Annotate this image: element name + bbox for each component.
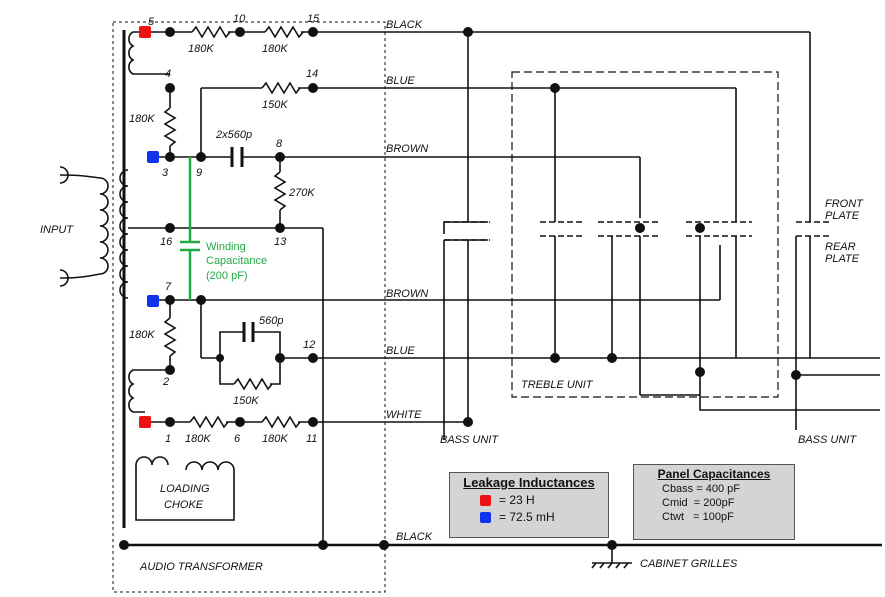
leakage-blue-row: = 72.5 mH [450,510,608,524]
winding-cap-line2: Capacitance [206,255,267,267]
primary-coil [99,177,109,275]
label-bass-unit-left: BASS UNIT [440,434,499,446]
node-12: 12 [303,339,315,351]
node-10: 10 [233,13,246,25]
leakage-marker-red-5 [139,26,151,38]
node-15: 15 [307,13,320,25]
node-16: 16 [160,236,173,248]
value-r-6-11: 180K [262,433,288,445]
red-square-icon [480,494,491,506]
value-r-10-15: 180K [262,43,288,55]
panel-row-mid: Cmid = 200pF [662,497,735,509]
label-loading: LOADING [160,483,210,495]
node-5: 5 [148,16,155,28]
leakage-inductances-box: Leakage Inductances = 23 H = 72.5 mH [449,472,609,538]
label-choke: CHOKE [164,499,204,511]
blue-square-icon [480,511,491,523]
node-2: 2 [162,376,169,388]
node-14: 14 [306,68,318,80]
treble-unit-box [511,71,779,398]
leakage-blue-value: = 72.5 mH [499,510,555,524]
input-leads [59,174,101,279]
label-front: FRONT [825,198,864,210]
wire-label-blue-bottom: BLUE [386,345,415,357]
value-r-7-2: 180K [129,329,155,341]
value-r-4-3: 180K [129,113,155,125]
leakage-red-row: = 23 H [450,493,608,507]
leakage-title: Leakage Inductances [463,475,595,490]
value-c-par: 560p [259,315,283,327]
node-4: 4 [165,68,171,80]
resistor-5-10 [191,25,231,39]
wire-label-brown-top: BROWN [386,143,428,155]
resistor-4-3 [163,107,177,147]
wire-label-brown-bottom: BROWN [386,288,428,300]
resistor-6-11 [261,415,301,429]
value-r-1-6: 180K [185,433,211,445]
winding-capacitance: Winding Capacitance (200 pF) [180,157,267,300]
node-6: 6 [234,433,241,445]
loading-choke [135,456,235,521]
leakage-marker-blue-3 [147,151,159,163]
leakage-marker-red-1 [139,416,151,428]
label-front-plate: PLATE [825,210,860,222]
junction-dots [119,27,801,550]
coil-5-4 [128,31,170,75]
resistor-7-2 [163,317,177,357]
resistor-parallel [233,377,273,391]
node-7: 7 [165,281,172,293]
node-9: 9 [196,167,202,179]
resistor-10-15 [264,25,304,39]
label-rear-plate: PLATE [825,253,860,265]
label-cabinet-grilles: CABINET GRILLES [640,558,738,570]
coil-2-1 [128,369,170,413]
label-treble-unit: TREBLE UNIT [521,379,594,391]
value-r-4-14: 150K [262,99,288,111]
resistor-4-14 [261,81,301,95]
node-3: 3 [162,167,169,179]
leakage-marker-blue-7 [147,295,159,307]
value-r-5-10: 180K [188,43,214,55]
panel-capacitances-box: Panel Capacitances Cbass = 400 pF Cmid =… [633,464,795,540]
input-terminals [59,166,69,287]
winding-cap-line1: Winding [206,241,246,253]
panel-title: Panel Capacitances [657,467,771,481]
transformer-enclosure [112,21,386,593]
wire-label-white: WHITE [386,409,422,421]
value-r-par: 150K [233,395,259,407]
label-bass-unit-right: BASS UNIT [798,434,857,446]
label-input: INPUT [40,224,74,236]
secondary-coil-mid [119,169,129,299]
node-1: 1 [165,433,171,445]
node-11: 11 [306,433,317,445]
resistor-8-13 [273,171,287,211]
winding-cap-line3: (200 pF) [206,270,248,282]
resistor-1-6 [189,415,229,429]
value-r-8-13: 270K [288,187,315,199]
label-audio-transformer: AUDIO TRANSFORMER [139,561,263,573]
value-c-9-8: 2x560p [215,129,252,141]
panel-row-bass: Cbass = 400 pF [662,483,740,495]
node-8: 8 [276,138,283,150]
node-13: 13 [274,236,287,248]
panel-row-twt: Ctwt = 100pF [662,511,734,523]
wire-label-black-bottom: BLACK [396,531,433,543]
wire-label-blue-top: BLUE [386,75,415,87]
leakage-red-value: = 23 H [499,493,535,507]
wire-label-black-top: BLACK [386,19,423,31]
label-rear: REAR [825,241,856,253]
